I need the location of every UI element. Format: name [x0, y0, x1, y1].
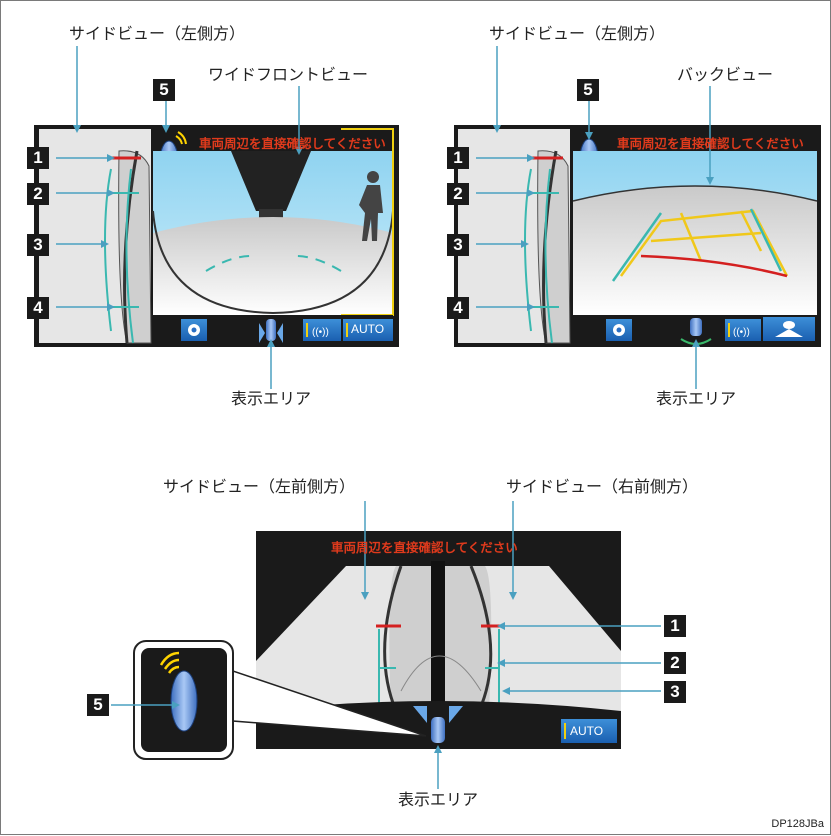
screen-back-view: ((•)) [454, 125, 821, 347]
callout-5: 5 [153, 79, 175, 101]
sonar-button [725, 319, 761, 341]
leader-arrowheads [73, 125, 714, 753]
callout-5: 5 [577, 79, 599, 101]
display-area-car-icon [690, 318, 702, 336]
car-icon [170, 670, 198, 732]
display-area-label: 表示エリア [398, 790, 479, 809]
callout-3: 3 [27, 234, 49, 256]
sonar-icon: ((•)) [312, 327, 329, 338]
auto-button [561, 719, 617, 743]
leader-lines [56, 46, 711, 789]
callout-3: 3 [447, 234, 469, 256]
callout-3: 3 [664, 681, 686, 703]
callout-1: 1 [27, 147, 49, 169]
callout-2: 2 [447, 183, 469, 205]
screen-wide-front-view: ((•)) [34, 125, 399, 347]
auto-button-label: AUTO [570, 724, 604, 738]
wide-front-view-label: ワイドフロントビュー [208, 65, 369, 84]
display-area-car-icon [266, 319, 276, 341]
auto-button [343, 319, 393, 341]
side-view-right-front-label: サイドビュー（右前側方） [506, 477, 699, 496]
auto-button-label: AUTO [351, 322, 385, 336]
callout-4: 4 [27, 297, 49, 319]
callout-2: 2 [664, 652, 686, 674]
view-switch-icon [783, 321, 795, 329]
callout-5: 5 [87, 694, 109, 716]
screen-front-side-view [133, 531, 621, 760]
callout-1: 1 [447, 147, 469, 169]
callout-1: 1 [664, 615, 686, 637]
display-area-car-icon [431, 717, 445, 743]
display-area-label: 表示エリア [231, 389, 312, 408]
callout-4: 4 [447, 297, 469, 319]
side-view-left-label: サイドビュー（左側方） [489, 24, 666, 43]
sonar-button [303, 319, 341, 341]
pedestrian [359, 171, 383, 241]
warning-text: 車両周辺を直接確認してください [617, 136, 804, 151]
side-view-left-label: サイドビュー（左側方） [69, 24, 246, 43]
back-view-label: バックビュー [677, 65, 774, 84]
warning-text: 車両周辺を直接確認してください [199, 136, 386, 151]
display-area-label: 表示エリア [656, 389, 737, 408]
diagram-code: DP128JBa [771, 818, 824, 830]
callout-2: 2 [27, 183, 49, 205]
warning-text: 車両周辺を直接確認してください [331, 540, 518, 555]
sonar-icon: ((•)) [733, 327, 750, 338]
side-view-left-front-label: サイドビュー（左前側方） [163, 477, 356, 496]
